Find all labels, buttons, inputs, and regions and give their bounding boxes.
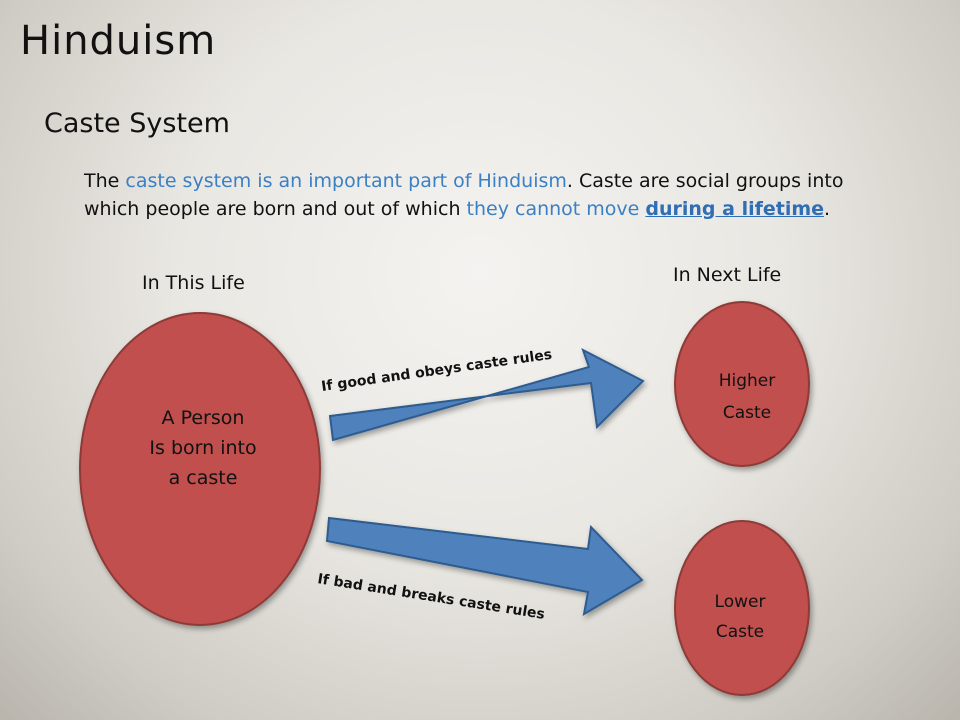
higher-line-2: Caste (723, 403, 771, 423)
lower-line-1: Lower (715, 592, 766, 612)
person-line-3: a caste (169, 467, 238, 489)
person-line-2: Is born into (149, 437, 256, 459)
person-node (79, 312, 321, 626)
bad-arrow-label: If bad and breaks caste rules (316, 571, 546, 623)
next-life-label: In Next Life (673, 264, 782, 286)
lower-line-2: Caste (716, 622, 764, 642)
good-arrow (328, 347, 645, 442)
intro-paragraph: The caste system is an important part of… (84, 167, 884, 223)
slide-subtitle: Caste System (44, 108, 230, 139)
higher-line-1: Higher (719, 371, 776, 391)
intro-highlight-2: they cannot move (466, 198, 646, 220)
intro-text-2: . Caste are social groups into which peo… (84, 170, 844, 220)
this-life-label: In This Life (142, 272, 245, 294)
slide-title: Hinduism (20, 18, 217, 64)
lifetime-link[interactable]: during a lifetime (645, 198, 825, 220)
higher-caste-node (674, 301, 810, 467)
intro-highlight-1: caste system is an important part of Hin… (125, 170, 567, 192)
person-line-1: A Person (162, 407, 245, 429)
intro-text-1: The (84, 170, 126, 192)
intro-text-3: . (824, 198, 831, 220)
bad-arrow (325, 516, 644, 616)
lower-caste-node (674, 520, 810, 696)
